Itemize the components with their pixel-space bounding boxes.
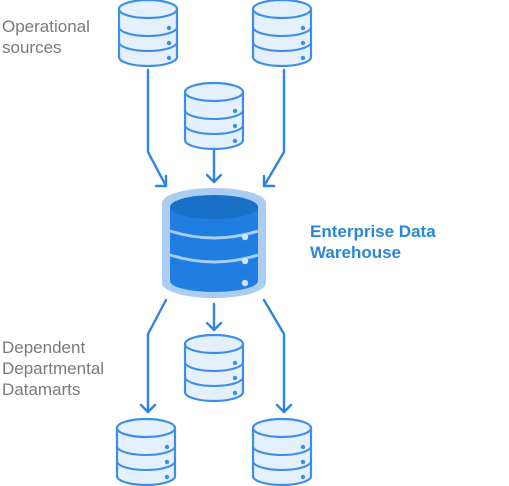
database-icon: [251, 0, 313, 68]
datamarts-label: Dependent Departmental Datamarts: [2, 338, 105, 399]
database-icon: [183, 81, 245, 151]
warehouse-label: Enterprise Data Warehouse: [310, 222, 436, 262]
warehouse-database-icon: [162, 188, 266, 298]
database-icon: [115, 417, 177, 486]
arrow-source-right: [262, 68, 286, 188]
outflow-arrows: [139, 298, 293, 414]
arrow-source-left-head: [154, 174, 168, 188]
arrow-mart-middle-head: [205, 321, 223, 332]
operational-sources-label: Operational sources: [2, 17, 90, 57]
database-icon: [183, 333, 245, 403]
database-icon: [251, 417, 313, 486]
arrow-mart-left: [146, 298, 168, 414]
database-icon: [117, 0, 179, 68]
arrow-source-right-head: [262, 174, 276, 188]
arrow-mart-right: [262, 298, 286, 414]
inflow-arrows: [146, 68, 286, 188]
arrow-source-left: [146, 68, 168, 188]
arrow-source-middle-head: [205, 173, 223, 184]
arrow-mart-right-head: [275, 403, 293, 414]
arrow-mart-left-head: [139, 403, 157, 414]
